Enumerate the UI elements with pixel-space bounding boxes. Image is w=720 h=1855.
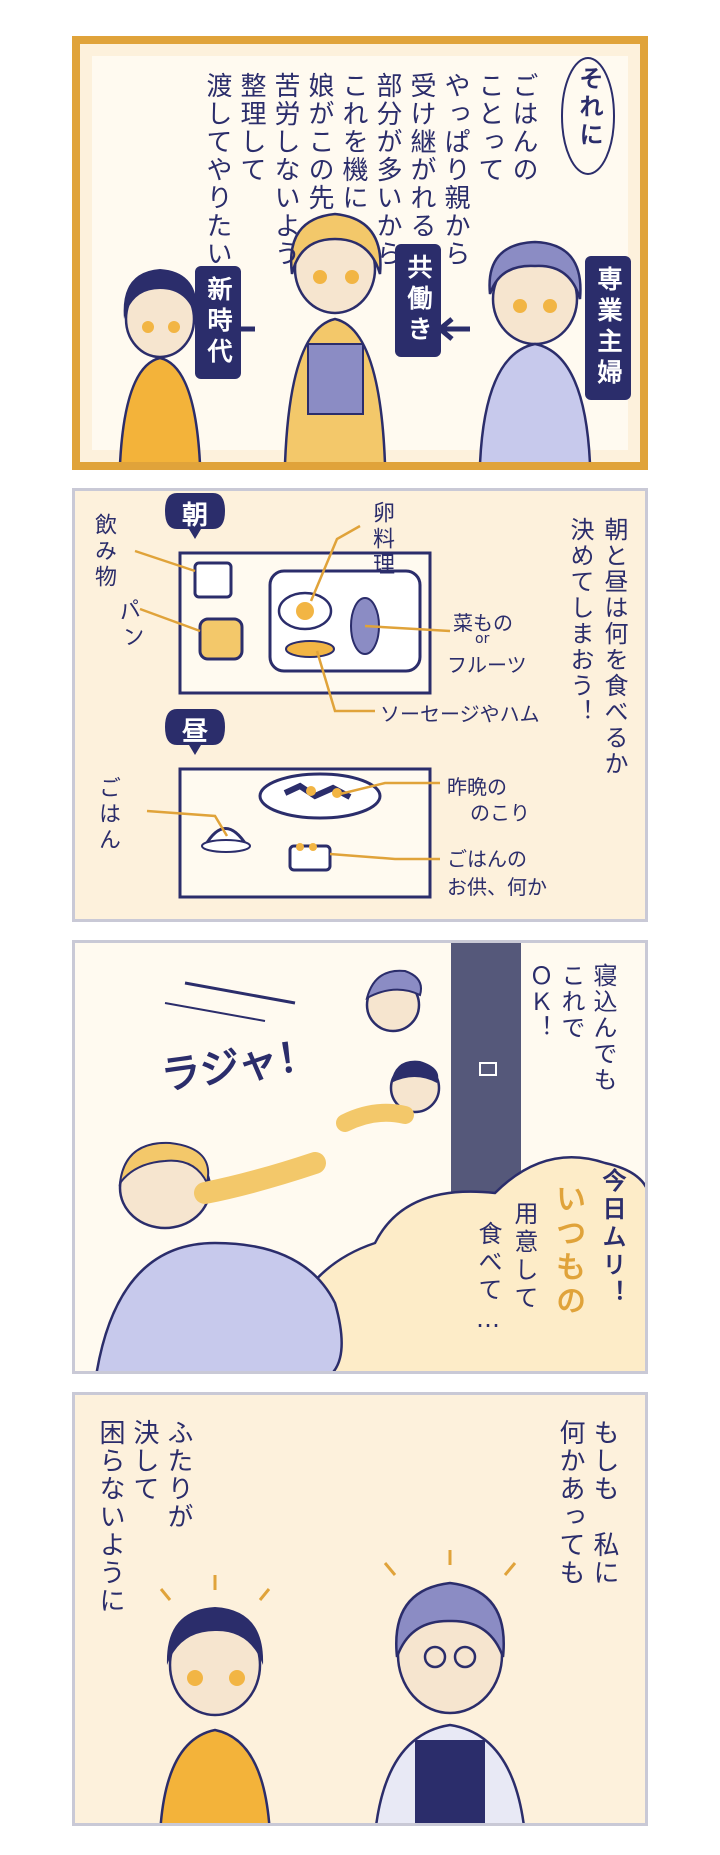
- label-rice: ごはん: [95, 776, 120, 854]
- label-greens-or: or: [475, 631, 490, 647]
- panel-3-art: [95, 943, 645, 1371]
- panel-1-narration: ごはんの ことって やっぱり親から 受け継がれる 部分が多いから これを機に 娘…: [202, 72, 538, 268]
- bubble-line-1: 今日ムリ！: [598, 1168, 626, 1308]
- bubble-line-3: 用意して: [510, 1201, 538, 1313]
- label-sausage: ソーセージやハム: [380, 702, 540, 726]
- label-greens-2: フルーツ: [447, 653, 527, 677]
- panel-4-narration-left: ふたりが 決して 困らないように: [95, 1419, 193, 1615]
- label-leftover-2: のこり: [470, 801, 530, 825]
- label-side-1: ごはんの: [447, 847, 527, 871]
- panel-2-narration: 朝と昼は何を食べるか 決めてしまおう！: [566, 517, 628, 777]
- bubble-line-2: いつもの: [550, 1183, 585, 1319]
- tag-homemaker: 専業主婦: [585, 256, 631, 400]
- noon-title: 昼: [182, 717, 209, 747]
- panel-4-narration-right: もしも 私に 何かあっても: [555, 1419, 619, 1587]
- label-egg: 卵料理: [369, 501, 394, 579]
- morning-title: 朝: [182, 501, 209, 531]
- label-drink: 飲み物: [91, 513, 116, 591]
- tag-dual-income: 共働き: [395, 244, 441, 357]
- panel-3: 寝込んでも これで ＯＫ！ ラジャ！ 今日ムリ！ いつもの 用意して 食べて…: [72, 940, 648, 1374]
- panel-1-art: [92, 56, 628, 462]
- label-leftover-1: 昨晩の: [447, 775, 507, 799]
- panel-2: 朝 昼 朝と昼は何を食べるか 決めてしまおう！ 飲み物 パン 卵料理 菜もの o…: [72, 488, 648, 922]
- tag-new-era: 新時代: [195, 266, 241, 379]
- label-side-2: お供、何か: [447, 875, 547, 899]
- panel-3-narration: 寝込んでも これで ＯＫ！: [525, 963, 617, 1093]
- bubble-line-4: 食べて…: [474, 1221, 502, 1337]
- label-greens-1: 菜もの: [453, 611, 513, 635]
- panel-4-art: [159, 1550, 525, 1823]
- panel-4: もしも 私に 何かあっても ふたりが 決して 困らないように: [72, 1392, 648, 1826]
- aside-text: それに: [575, 66, 603, 150]
- panel-1: それに ごはんの ことって やっぱり親から 受け継がれる 部分が多いから これを…: [72, 36, 648, 470]
- panel-2-art: [134, 493, 451, 899]
